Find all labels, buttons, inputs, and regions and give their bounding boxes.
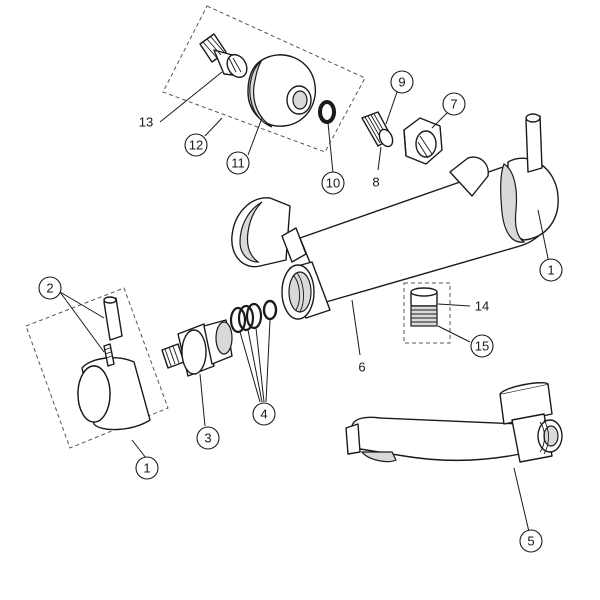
leader-4d xyxy=(265,319,271,403)
callout-13-label: 13 xyxy=(139,115,153,130)
callout-7: 7 xyxy=(442,92,466,116)
callout-2-label: 2 xyxy=(46,281,53,296)
part-5-spout xyxy=(345,382,563,463)
callout-8: 8 xyxy=(372,175,379,190)
group-box-connector-kit xyxy=(162,5,366,153)
callout-1-body-label: 1 xyxy=(547,263,554,278)
callout-10-label: 10 xyxy=(326,176,340,191)
callout-10: 10 xyxy=(321,171,345,195)
callout-15-label: 15 xyxy=(475,339,489,354)
callout-13: 13 xyxy=(139,115,153,130)
callout-14-label: 14 xyxy=(475,299,489,314)
leader-13 xyxy=(159,71,223,123)
leader-6 xyxy=(351,299,361,356)
part-14-filter-cartridge xyxy=(410,287,438,327)
part-1-handle-knob xyxy=(77,357,151,431)
leader-9 xyxy=(385,91,398,125)
leader-8 xyxy=(377,146,382,171)
callout-6: 6 xyxy=(358,360,365,375)
group-box-filter xyxy=(403,282,451,344)
part-4-o-ring-set xyxy=(229,299,278,334)
leader-2a xyxy=(59,291,105,319)
leader-4a xyxy=(239,331,261,403)
leader-12 xyxy=(204,117,223,137)
callout-6-label: 6 xyxy=(358,360,365,375)
callout-11: 11 xyxy=(226,151,250,175)
leader-15 xyxy=(437,325,471,343)
leader-11 xyxy=(247,117,263,156)
callout-3: 3 xyxy=(196,426,220,450)
group-box-handle xyxy=(25,287,169,449)
leader-5 xyxy=(513,467,531,537)
part-10-o-ring xyxy=(318,100,336,124)
callout-12: 12 xyxy=(184,133,208,157)
part-7-hex-nut xyxy=(403,117,443,165)
part-11-wall-cover xyxy=(247,54,316,128)
callout-9: 9 xyxy=(390,70,414,94)
callout-8-label: 8 xyxy=(372,175,379,190)
callout-7-label: 7 xyxy=(450,97,457,112)
part-6-body-outlet xyxy=(281,261,331,320)
part-9-nipple xyxy=(361,111,394,148)
callout-15: 15 xyxy=(470,334,494,358)
part-2-grub-screw-and-cap xyxy=(103,296,123,367)
callout-2: 2 xyxy=(38,276,62,300)
leader-14 xyxy=(437,303,471,307)
callout-14: 14 xyxy=(475,299,489,314)
leader-2b xyxy=(59,291,105,353)
callout-11-label: 11 xyxy=(231,156,245,171)
leader-3 xyxy=(199,373,206,427)
callout-1-body: 1 xyxy=(539,258,563,282)
callout-5-label: 5 xyxy=(527,534,534,549)
part-13-threaded-connector xyxy=(199,33,248,79)
callout-9-label: 9 xyxy=(398,75,405,90)
leader-1-body xyxy=(537,209,551,269)
leader-1-handle xyxy=(131,439,147,459)
callout-4-label: 4 xyxy=(260,407,267,422)
callout-12-label: 12 xyxy=(189,138,203,153)
leader-7 xyxy=(431,112,448,129)
leader-4c xyxy=(255,327,265,403)
part-3-cartridge xyxy=(161,319,233,377)
leader-4b xyxy=(247,329,263,403)
part-1-mixer-body xyxy=(231,113,559,303)
callout-1-handle: 1 xyxy=(135,456,159,480)
callout-4: 4 xyxy=(252,402,276,426)
callout-1-handle-label: 1 xyxy=(143,461,150,476)
callout-3-label: 3 xyxy=(204,431,211,446)
callout-5: 5 xyxy=(519,529,543,553)
leader-10 xyxy=(327,122,334,174)
